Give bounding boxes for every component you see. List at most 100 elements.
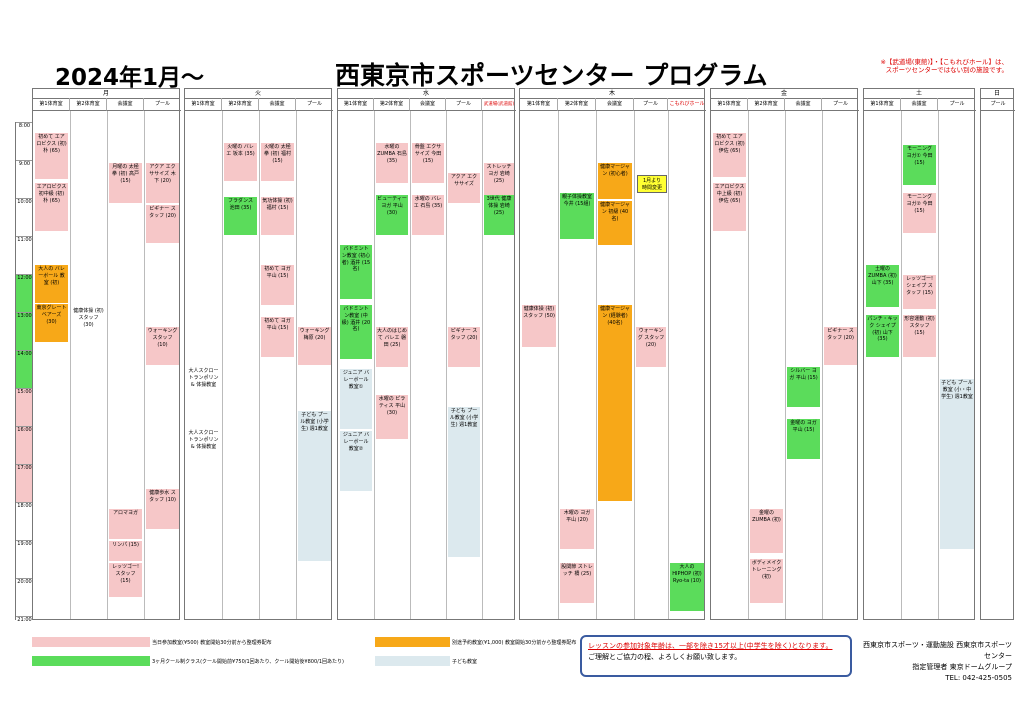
program-block[interactable]: 金曜の ZUMBA (初): [750, 509, 783, 553]
program-block[interactable]: アクア エクササイズ: [448, 173, 480, 203]
program-block[interactable]: ウォーキング スタッフ (10): [146, 327, 179, 365]
program-block[interactable]: 大人のはじめて バレエ 磐田 (25): [376, 327, 408, 367]
column-header: こもれびホール: [668, 98, 706, 111]
column-header: 第2体育室: [70, 98, 107, 111]
time-label: 16:00: [16, 426, 33, 465]
facility-note-line2: スポーツセンターではない別の施設です。: [885, 66, 1008, 75]
program-block[interactable]: 初めて エアロビクス (初) 伊佐 (65): [713, 133, 746, 177]
program-block[interactable]: 水曜の バレエ 石島 (35): [412, 195, 444, 235]
column-divider: [938, 111, 939, 619]
program-block[interactable]: モーニング ヨガ① 今田 (15): [903, 145, 936, 185]
program-block[interactable]: ウォーキング 梅原 (20): [298, 327, 331, 365]
time-label: 9:00: [16, 160, 33, 199]
legend-reservation: 別途予約教室(¥1,000) 教室開始30分前から整理券配布: [452, 640, 577, 646]
column-header: 第1体育室: [711, 98, 748, 111]
program-block[interactable]: 火曜の 太極拳 (初) 福村 (15): [261, 143, 294, 181]
program-block[interactable]: 子ども プール教室 (小学生) 週1教室: [448, 407, 480, 557]
program-block[interactable]: 3世代 健康体操 岩崎 (25): [484, 195, 514, 235]
column-divider: [668, 111, 669, 619]
day-panel-sunday: 日 プール: [980, 88, 1015, 620]
program-block[interactable]: 骨盤 エクササイズ 今田 (15): [412, 143, 444, 183]
column-divider: [374, 111, 375, 619]
column-divider: [259, 111, 260, 619]
program-block[interactable]: 土曜の ZUMBA (初) 山下 (35): [866, 265, 899, 307]
program-block[interactable]: レッツゴー! シェイプ スタッフ (15): [903, 275, 936, 309]
column-header: 第1体育室: [33, 98, 70, 111]
column-divider: [144, 111, 145, 619]
program-block[interactable]: ボディメイク トレーニング (初): [750, 559, 783, 603]
column-divider: [296, 111, 297, 619]
time-label: 14:00: [16, 350, 33, 389]
program-block[interactable]: シルバー ヨガ 平山 (15): [787, 367, 820, 407]
program-block[interactable]: アクア エクササイズ 木下 (20): [146, 163, 179, 203]
column-header: プール: [981, 98, 1015, 111]
column-header: 第1体育室: [864, 98, 901, 111]
column-header: 会議室: [259, 98, 296, 111]
facility-note-line1: ※【武道場(東館)】・【こもれびホール】は、: [880, 58, 1008, 66]
time-label: 19:00: [16, 540, 33, 579]
time-label: 8:00: [16, 122, 33, 161]
program-block[interactable]: ピギナー スタッフ (20): [824, 327, 857, 365]
program-block[interactable]: 健康体操 (初) スタッフ (50): [522, 305, 556, 347]
program-block[interactable]: 初めて ヨガ 平山 (15): [261, 265, 294, 305]
day-name: 水: [338, 89, 514, 99]
program-block[interactable]: 気功体操 (初) 福村 (15): [261, 197, 294, 235]
program-block[interactable]: 親子体操教室 今井 (15組): [560, 193, 594, 239]
program-block[interactable]: 木曜の ヨガ 平山 (20): [560, 509, 594, 549]
program-block[interactable]: ピギナー スタッフ (20): [448, 327, 480, 367]
program-block[interactable]: 大人の バレーボール 教室 (初): [35, 265, 68, 303]
program-block[interactable]: 大人スクロー トランポリン& 体操教室: [188, 368, 219, 388]
program-block[interactable]: 子ども プール教室 (小学生) 週1教室: [298, 411, 331, 561]
program-block[interactable]: ジュニア バレーボール 教室②: [340, 431, 372, 491]
footer-manager: 指定管理者 東京ドームグループ: [912, 662, 1012, 671]
column-header: プール: [144, 98, 181, 111]
program-block[interactable]: アロマヨガ: [109, 509, 142, 539]
time-label: 18:00: [16, 502, 33, 541]
column-header: 会議室: [410, 98, 446, 111]
column-header: 会議室: [785, 98, 822, 111]
program-block[interactable]: 健康マージャン 初級 (40名): [598, 201, 632, 245]
column-divider: [482, 111, 483, 619]
day-name: 土: [864, 89, 974, 99]
program-block[interactable]: ウォーキング スタッフ (20): [636, 327, 666, 367]
program-block[interactable]: 水曜の ピラティス 平山 (30): [376, 395, 408, 439]
program-block[interactable]: パンチ・キック シェイプ (初) 山下 (35): [866, 315, 899, 357]
program-block[interactable]: エアロビクス 初中級 (初) 朴 (65): [35, 183, 68, 231]
program-block[interactable]: 初めて エアロビクス (初) 朴 (65): [35, 133, 68, 179]
program-block[interactable]: レッツゴー! スタッフ (15): [109, 563, 142, 597]
program-block[interactable]: 大人スクロー トランポリン& 体操教室: [188, 430, 219, 450]
program-block[interactable]: 股関節 ストレッチ 橋 (25): [560, 563, 594, 603]
legend-swatch-kids: [375, 656, 450, 666]
program-block[interactable]: 水曜の ZUMBA 石島 (35): [376, 143, 408, 183]
program-block[interactable]: 健康体操 (初) スタッフ (30): [73, 308, 104, 328]
program-block[interactable]: 健康マージャン (経験者) (40名): [598, 305, 632, 501]
program-block[interactable]: 子ども プール教室 (小・中学生) 週1教室: [940, 379, 974, 549]
program-block[interactable]: 健康歩水 スタッフ (10): [146, 489, 179, 529]
program-block[interactable]: 形容運動 (初) スタッフ (15): [903, 315, 936, 357]
time-label: 15:00: [16, 388, 33, 427]
column-header: 会議室: [107, 98, 144, 111]
program-block[interactable]: ピギナー スタッフ (20): [146, 205, 179, 243]
program-block[interactable]: 健康マージャン (初心者): [598, 163, 632, 199]
day-panel-friday: 金 第1体育室 第2体育室 会議室 プール 初めて エアロビクス (初) 伊佐 …: [710, 88, 859, 620]
program-block[interactable]: 大人の HIPHOP (初) Ryo-ta (10): [670, 563, 704, 611]
program-block[interactable]: モーニング ヨガ② 今田 (15): [903, 193, 936, 233]
program-block[interactable]: バドミントン教室 (初心者) 酒井 (15名): [340, 245, 372, 299]
column-header: プール: [938, 98, 976, 111]
program-block[interactable]: 金曜の ヨガ 平山 (15): [787, 419, 820, 459]
program-block[interactable]: ジュニア バレーボール 教室①: [340, 369, 372, 429]
program-block[interactable]: 東京グレート ベアーズ (30): [35, 304, 68, 342]
program-block[interactable]: バドミントン教室 (中級) 酒井 (20名): [340, 305, 372, 359]
program-block[interactable]: ビューティー ヨガ 平山 (30): [376, 195, 408, 235]
program-block[interactable]: 初めて ヨガ 平山 (15): [261, 317, 294, 357]
program-block[interactable]: エアロビクス 中上級 (初) 伊佐 (65): [713, 183, 746, 231]
time-change-callout: 1月より 時間変更: [637, 175, 667, 193]
program-block[interactable]: 火曜の バレエ 坂本 (35): [224, 143, 257, 181]
column-divider: [822, 111, 823, 619]
column-header: プール: [296, 98, 333, 111]
column-header: 第2体育室: [374, 98, 410, 111]
program-block[interactable]: リンパ (15): [109, 541, 142, 561]
column-header: プール: [634, 98, 668, 111]
program-block[interactable]: フラダンス 池田 (35): [224, 197, 257, 235]
program-block[interactable]: 月曜の 太極拳 (初) 高戸 (15): [109, 163, 142, 203]
